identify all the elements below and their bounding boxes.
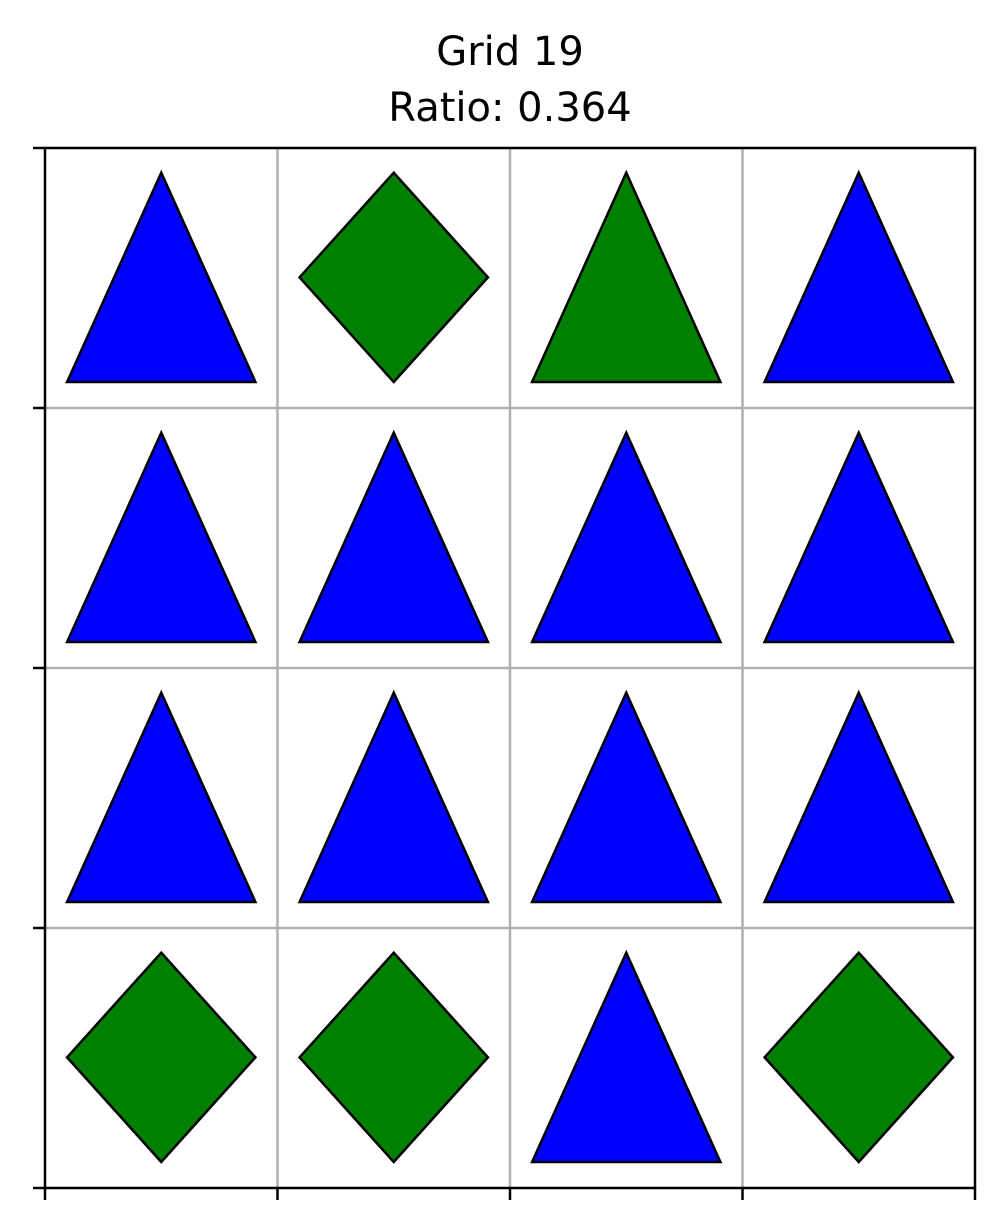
blue-triangle-shape (65, 689, 258, 904)
gridlines (45, 148, 975, 1188)
grid-title: Grid 19 (436, 29, 584, 75)
blue-triangle-shape (297, 429, 490, 644)
blue-triangle-shape (762, 169, 955, 384)
green-triangle-shape (530, 169, 723, 384)
blue-triangle-shape (297, 689, 490, 904)
blue-triangle-shape (530, 429, 723, 644)
green-diamond-shape (762, 950, 955, 1164)
green-diamond-shape (297, 950, 490, 1164)
blue-triangle-shape (65, 429, 258, 644)
green-diamond-shape (65, 950, 258, 1164)
green-diamond-shape (297, 170, 490, 384)
blue-triangle-shape (762, 689, 955, 904)
ratio-subtitle: Ratio: 0.364 (388, 85, 632, 131)
shapes-layer (65, 169, 955, 1164)
blue-triangle-shape (530, 949, 723, 1164)
axis-ticks (33, 146, 977, 1200)
blue-triangle-shape (530, 689, 723, 904)
blue-triangle-shape (762, 429, 955, 644)
blue-triangle-shape (65, 169, 258, 384)
